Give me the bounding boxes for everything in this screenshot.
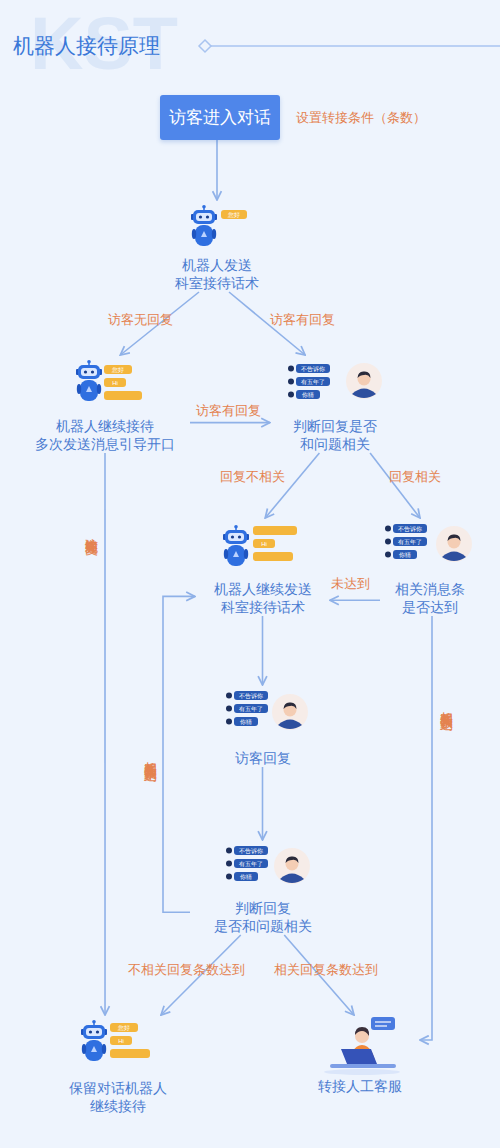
robot-icon — [191, 205, 217, 246]
step-node: 机器人发送 科室接待话术 — [157, 200, 277, 292]
edge-label: 访客有回复 — [196, 403, 261, 419]
node-label: 机器人继续发送 科室接待话术 — [195, 580, 330, 616]
node-label: 机器人发送 科室接待话术 — [157, 256, 277, 292]
bubble-text: 有五年了 — [398, 539, 422, 545]
bubble-text: 不告诉你 — [239, 848, 263, 854]
edge-label: 相关回复条数未达到 — [143, 751, 157, 760]
bubble-text: Hi — [261, 541, 267, 547]
node-label: 转接人工客服 — [318, 1077, 402, 1095]
visitor-chat-icon — [385, 524, 472, 562]
node-label: 机器人继续接待 多次发送消息引导开口 — [20, 417, 190, 453]
agent-illustration — [324, 1017, 400, 1075]
bubble-text: 你猜 — [302, 392, 314, 398]
edge-label: 访客无回复 — [108, 312, 173, 328]
node-label: 判断回复 是否和问题相关 — [190, 899, 335, 935]
edge-label: 相关回复条数达到 — [274, 962, 378, 978]
flow-arrow — [420, 616, 432, 1040]
bubble-text: 不告诉你 — [239, 693, 263, 699]
step-node: 保留对话机器人 继续接待 — [45, 1015, 190, 1115]
bubble-text: 不告诉你 — [398, 526, 422, 532]
bubble-text: Hi — [112, 380, 118, 386]
bubble-text: 你猜 — [240, 874, 252, 880]
step-node: 相关消息条 是否达到 — [380, 518, 480, 616]
chat-bubble — [104, 391, 142, 400]
flow-arrow — [216, 140, 218, 200]
bubble-text: Hi — [118, 1038, 124, 1044]
flow-arrow — [190, 422, 270, 424]
step-node: 判断回复 是否和问题相关 — [190, 840, 335, 935]
flow-arrow — [370, 453, 420, 518]
flow-arrow — [330, 600, 380, 602]
chat-bubble — [110, 1049, 150, 1058]
edge-label: 回复不相关 — [220, 469, 285, 485]
bubble-text: 有五年了 — [239, 706, 263, 712]
flow-arrow — [265, 453, 319, 518]
robot-icon — [81, 1020, 107, 1061]
robot-icon — [76, 360, 102, 401]
chat-bubble — [253, 526, 297, 535]
chat-bubble — [253, 539, 275, 548]
edge-label: 不相关回复条数达到 — [128, 962, 245, 978]
step-node: 判断回复是否 和问题相关 — [270, 355, 400, 453]
note-label: 设置转接条件（条数） — [296, 111, 426, 124]
title-diamond — [199, 40, 211, 52]
node-label: 相关消息条 是否达到 — [380, 580, 480, 616]
chat-bubble — [221, 210, 247, 219]
node-label: 保留对话机器人 继续接待 — [45, 1079, 190, 1115]
step-node: 机器人继续发送 科室接待话术 — [195, 518, 330, 616]
chat-bubble — [110, 1036, 132, 1045]
title-rule — [211, 45, 500, 47]
visitor-chat-icon — [226, 846, 310, 884]
flow-arrow — [262, 767, 264, 840]
edge-label: 未达到 — [331, 576, 370, 592]
flow-arrow — [163, 596, 195, 912]
visitor-chat-icon — [226, 691, 308, 730]
edge-label: 相关回复条数达到 — [439, 701, 453, 709]
robot-icon — [223, 525, 249, 566]
start-box: 访客进入对话 — [160, 95, 280, 140]
bubble-text: 您好 — [112, 367, 124, 373]
flow-arrow — [262, 616, 264, 685]
flow-arrow — [104, 453, 106, 1015]
node-label: 访客进入对话 — [169, 107, 271, 129]
edge-label: 访客有回复 — [270, 312, 335, 328]
diagram-title: 机器人接待原理 — [13, 33, 160, 59]
step-node: 转接人工客服 — [300, 1015, 420, 1095]
bubble-text: 你猜 — [399, 552, 411, 558]
bubble-text: 不告诉你 — [301, 366, 325, 372]
chat-bubble — [104, 378, 126, 387]
chat-bubble — [104, 365, 132, 374]
bubble-text: 有五年了 — [239, 861, 263, 867]
step-node: 机器人继续接待 多次发送消息引导开口 — [20, 355, 190, 453]
bubble-text: 你猜 — [240, 719, 252, 725]
visitor-chat-icon — [288, 363, 382, 399]
node-label: 判断回复是否 和问题相关 — [270, 417, 400, 453]
bubble-text: 您好 — [118, 1025, 130, 1031]
edge-label: 回复相关 — [389, 469, 441, 485]
node-label: 访客回复 — [235, 749, 291, 767]
edge-label: 访客始终无回复 — [84, 527, 98, 534]
bubble-text: 有五年了 — [301, 379, 325, 385]
bubble-text: 您好 — [228, 212, 240, 218]
chat-bubble — [253, 552, 293, 561]
chat-bubble — [110, 1023, 138, 1032]
